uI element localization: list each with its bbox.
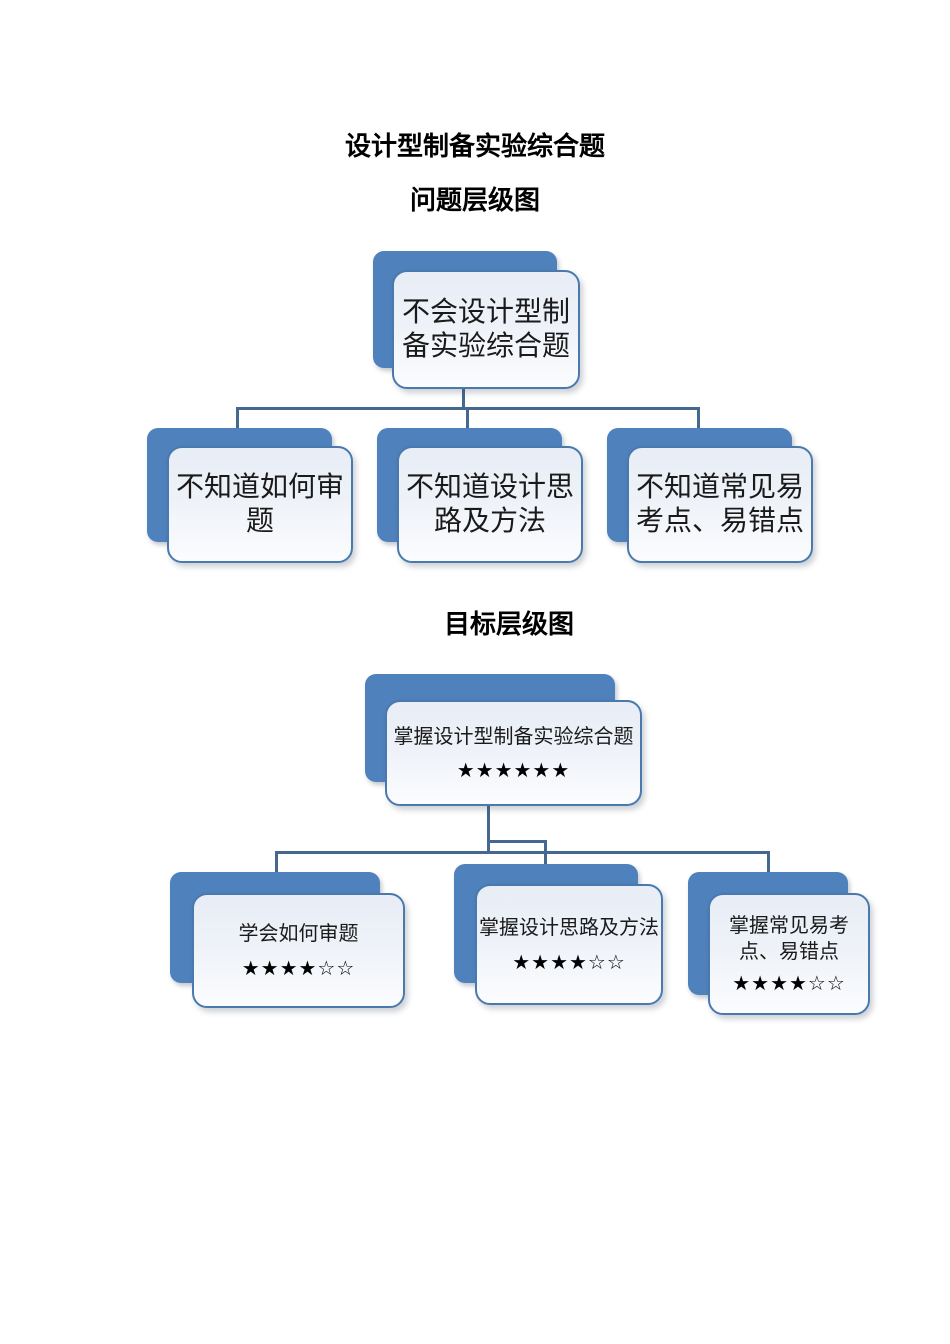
node-label: 学会如何审题	[238, 923, 359, 946]
problem-child-1-node: 不知道如何审题	[167, 446, 353, 563]
node-label: 不会设计型制备实验综合题	[401, 297, 570, 362]
problem-child-3-node: 不知道常见易考点、易错点	[627, 446, 813, 563]
node-label: 掌握常见易考点、易错点	[729, 915, 849, 963]
star-rating: ★★★★★★	[456, 758, 571, 783]
page-title: 设计型制备实验综合题	[344, 131, 605, 161]
goal-child-2-node: 掌握设计思路及方法 ★★★★☆☆	[475, 884, 663, 1005]
star-rating: ★★★★☆☆	[241, 955, 356, 980]
goal-child-1-node: 学会如何审题 ★★★★☆☆	[192, 893, 405, 1008]
node-label: 掌握设计型制备实验综合题	[393, 725, 634, 748]
node-label: 掌握设计思路及方法	[479, 917, 659, 940]
star-rating: ★★★★☆☆	[732, 970, 846, 995]
problem-child-2-node: 不知道设计思路及方法	[397, 446, 583, 563]
node-label: 不知道设计思路及方法	[405, 472, 574, 537]
problem-diagram-heading: 问题层级图	[409, 185, 540, 215]
problem-root-node: 不会设计型制备实验综合题	[392, 270, 580, 389]
node-label: 不知道如何审题	[175, 472, 344, 537]
star-rating: ★★★★☆☆	[512, 949, 626, 974]
goal-child-3-node: 掌握常见易考点、易错点 ★★★★☆☆	[708, 893, 870, 1015]
goal-root-node: 掌握设计型制备实验综合题 ★★★★★★	[385, 700, 642, 806]
goal-diagram-heading: 目标层级图	[443, 609, 574, 639]
node-label: 不知道常见易考点、易错点	[635, 472, 804, 537]
